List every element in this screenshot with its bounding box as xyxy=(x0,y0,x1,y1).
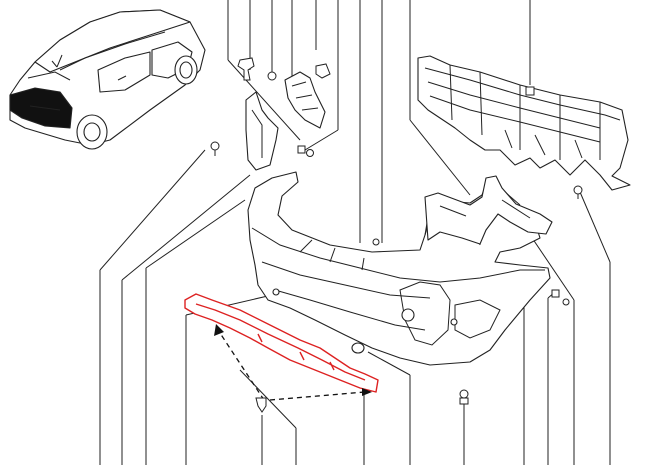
callout-leader-lines xyxy=(99,0,611,465)
fastening-direction-arrows xyxy=(214,324,372,401)
vehicle-location-thumbnail xyxy=(9,9,206,150)
beam-fastener-top xyxy=(525,86,535,96)
side-guide-bracket-left xyxy=(245,91,279,171)
clip-nut-1 xyxy=(237,57,255,81)
screw-left xyxy=(210,141,220,156)
lower-diffuser-highlighted xyxy=(184,293,379,393)
clip-nut-4 xyxy=(297,145,306,154)
impact-absorber-beam xyxy=(417,55,631,191)
screw-bottom-left xyxy=(255,397,267,413)
bumper-grommet xyxy=(351,342,365,354)
bumper-clip-center xyxy=(372,238,380,246)
clip-nut-3 xyxy=(315,63,331,79)
screw-center xyxy=(306,149,314,157)
beam-fastener-screw xyxy=(573,185,583,199)
bumper-clip-right xyxy=(551,289,560,298)
side-spoiler-bracket-right xyxy=(424,175,553,245)
screw-bottom-center xyxy=(459,389,469,410)
clip-nut-2 xyxy=(267,71,277,81)
side-support-bracket-upper xyxy=(284,71,326,129)
screw-right xyxy=(562,298,570,306)
